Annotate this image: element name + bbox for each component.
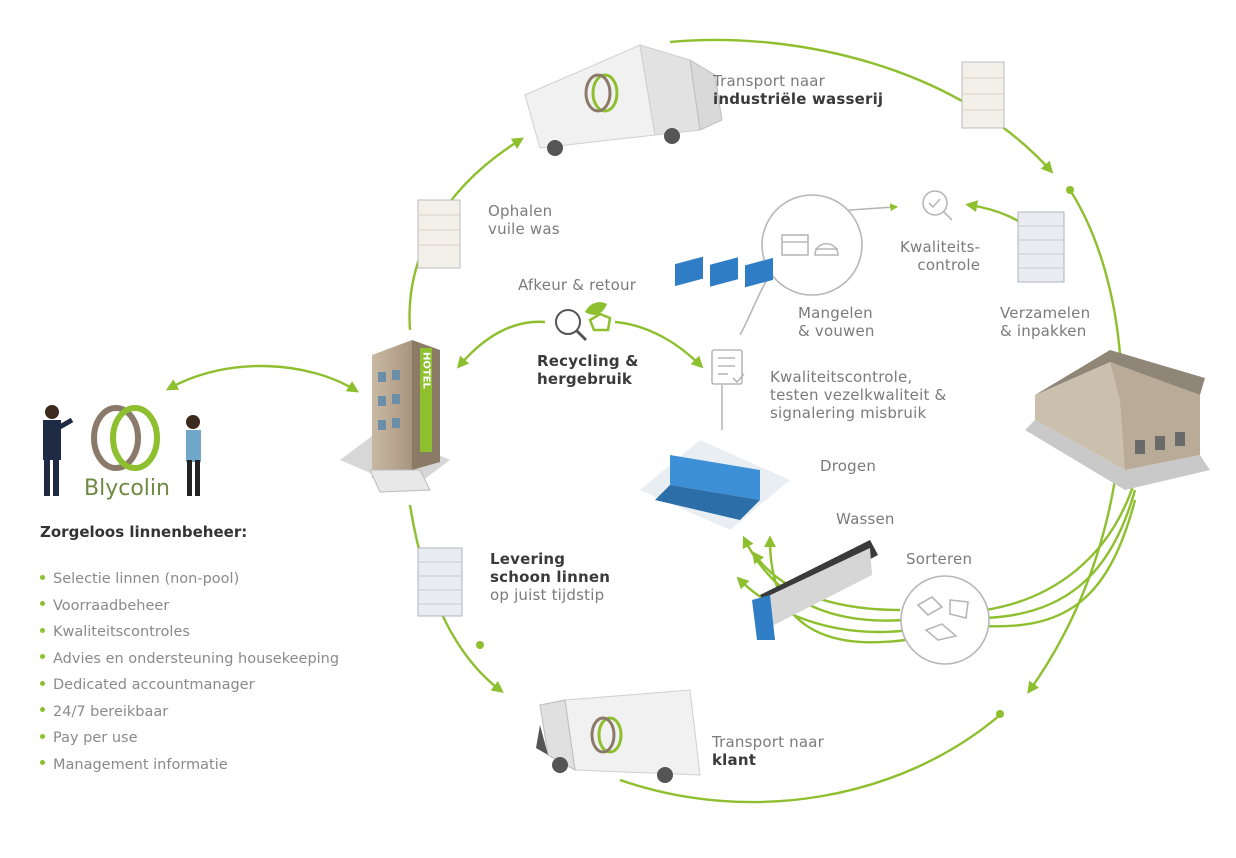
label-quality-top-line2: controle [917,256,981,274]
label-recycling-line1: Recycling & [537,352,639,370]
bullet-icon [40,760,45,765]
label-pickup-line1: Ophalen [488,202,553,220]
label-transport-client-line1: Transport naar [712,733,825,751]
checklist-icon [711,349,745,385]
businesswoman-graphic [186,415,201,496]
arrow-recycle-quality [614,320,704,369]
list-item: Pay per use [40,725,339,752]
cart-collect-graphic [1017,211,1065,283]
label-mangle: Mangelen & vouwen [798,304,875,340]
label-collect-line1: Verzamelen [1000,304,1091,322]
bullet-icon [40,654,45,659]
magnifier-icon [922,190,953,221]
cycle-dots [476,186,1074,718]
label-collect: Verzamelen & inpakken [1000,304,1090,340]
list-item: Kwaliteitscontroles [40,619,339,646]
recycle-icon [555,302,612,342]
list-item: 24/7 bereikbaar [40,699,339,726]
label-sort: Sorteren [906,550,973,568]
label-quality-top-line1: Kwaliteits- [900,238,981,256]
blycolin-logo [91,405,160,471]
list-item: Advies en ondersteuning housekeeping [40,646,339,673]
cart-pickup-graphic [417,199,461,269]
list-item: Selectie linnen (non-pool) [40,566,339,593]
businessman-graphic [43,405,74,496]
laundry-building-graphic [1025,350,1210,490]
label-wash: Wassen [836,510,895,528]
services-heading: Zorgeloos linnenbeheer: [40,523,248,541]
truck-top-graphic [524,44,723,156]
label-quality-check-line2: testen vezelkwaliteit & [770,386,947,404]
bullet-icon [40,707,45,712]
cart-laundry-graphic [961,61,1005,129]
arrow-to-hotel [408,504,504,693]
label-delivery-line2: schoon linnen [490,568,611,586]
label-quality-top: Kwaliteits- controle [900,238,980,274]
inner-flow-lines [721,194,990,665]
label-recycling: Recycling & hergebruik [537,352,639,388]
list-item: Dedicated accountmanager [40,672,339,699]
label-collect-line2: & inpakken [1000,322,1087,340]
label-transport-client: Transport naar klant [712,733,824,769]
arrow-hotel-recycle [456,320,546,369]
label-transport-laundry-line2: industriële wasserij [713,90,884,108]
washer-graphic [752,540,878,640]
label-dry: Drogen [820,457,877,475]
label-reject: Afkeur & retour [518,276,637,294]
bullet-icon [40,601,45,606]
list-item: Voorraadbeheer [40,593,339,620]
bullet-icon [40,680,45,686]
arrow-blycolin-hotel [165,364,360,393]
arrow-to-laundry [669,38,1054,174]
list-item: Management informatie [40,752,339,779]
label-mangle-line1: Mangelen [798,304,873,322]
label-delivery: Levering schoon linnen op juist tijdstip [490,550,610,604]
services-list: Selectie linnen (non-pool) Voorraadbehee… [40,566,339,778]
label-quality-check-line1: Kwaliteitscontrole, [770,368,913,386]
label-recycling-line2: hergebruik [537,370,633,388]
hotel-graphic [340,340,450,493]
dryer-graphic [640,256,790,530]
label-delivery-line1: Levering [490,550,566,568]
label-transport-laundry-line1: Transport naar [713,72,826,90]
label-pickup: Ophalen vuile was [488,202,560,238]
label-delivery-line3: op juist tijdstip [490,586,605,604]
brand-name: Blycolin [84,476,170,501]
bullet-icon [40,574,45,580]
hotel-sign: HOTEL [421,352,432,390]
label-quality-check-line3: signalering misbruik [770,404,927,422]
bullet-icon [40,733,45,739]
label-mangle-line2: & vouwen [798,322,875,340]
truck-bottom-graphic [536,689,701,783]
bullet-icon [40,627,45,633]
mangle-icon [781,234,839,256]
label-transport-client-line2: klant [712,751,757,769]
label-transport-laundry: Transport naar industriële wasserij [713,72,883,108]
cart-delivery-graphic [417,547,463,617]
label-pickup-line2: vuile was [488,220,560,238]
sorting-icon [916,596,969,641]
arrow-bottom [619,714,1001,804]
label-quality-check: Kwaliteitscontrole, testen vezelkwalitei… [770,368,946,422]
